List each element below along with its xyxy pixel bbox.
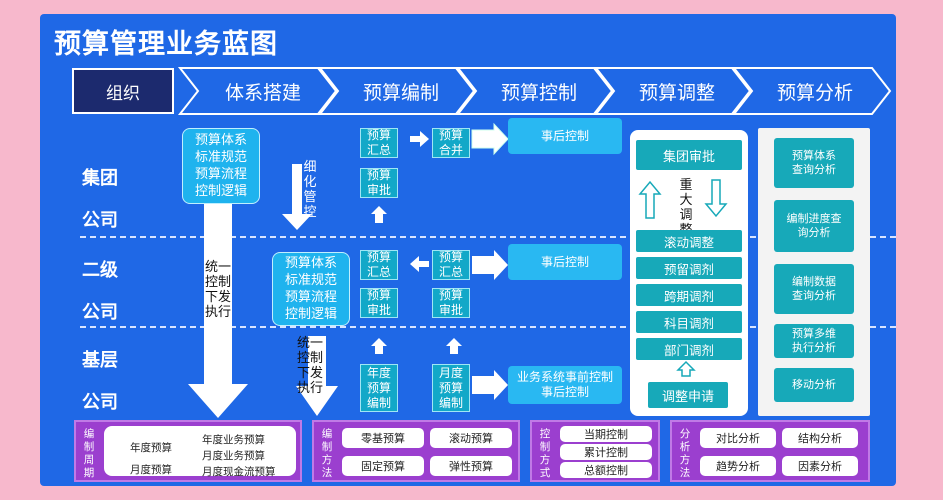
- second-approve-box[interactable]: 预算审批: [360, 288, 398, 318]
- analysis-trend[interactable]: 趋势分析: [700, 456, 776, 476]
- arrow-right-3: [472, 250, 508, 280]
- cycle-annual: 年度预算: [130, 442, 172, 454]
- bottom-control-section: 控制方式 当期控制 累计控制 总额控制: [530, 420, 660, 482]
- bottom-analysis-section: 分析方法 对比分析 结构分析 趋势分析 因素分析: [670, 420, 870, 482]
- analysis-item-4[interactable]: 预算多维执行分析: [774, 324, 854, 358]
- arrow-up-1: [371, 206, 387, 223]
- arrow-right-1: [410, 131, 429, 147]
- nav-stage-compile-label: 预算编制: [362, 81, 439, 104]
- second-summary-box[interactable]: 预算汇总: [360, 250, 398, 280]
- group-approve-box[interactable]: 预算审批: [360, 168, 398, 198]
- analysis-panel: 预算体系查询分析 编制进度查询分析 编制数据查询分析 预算多维执行分析 移动分析: [758, 128, 870, 416]
- method-rolling[interactable]: 滚动预算: [430, 428, 512, 448]
- second-approve-box-2[interactable]: 预算审批: [432, 288, 470, 318]
- level-second-2: 公司: [82, 302, 118, 323]
- level-second-1: 二级: [82, 260, 118, 281]
- adjust-item-reserve[interactable]: 预留调剂: [636, 257, 742, 279]
- group-merge-box[interactable]: 预算合并: [432, 128, 470, 158]
- unified-label-1: 统一控制下发执行: [204, 260, 231, 320]
- cycle-monthly: 月度预算: [130, 464, 172, 476]
- flow-arrows: [188, 122, 509, 418]
- arrow-up-3: [446, 338, 462, 354]
- adjust-apply-button[interactable]: 调整申请: [648, 382, 728, 408]
- group-approve-button[interactable]: 集团审批: [636, 140, 742, 170]
- adjust-item-rolling[interactable]: 滚动调整: [636, 230, 742, 252]
- method-flexible[interactable]: 弹性预算: [430, 456, 512, 476]
- system-box-group: 预算体系标准规范预算流程控制逻辑: [182, 128, 260, 204]
- divider-2: [80, 326, 896, 328]
- base-control-box[interactable]: 业务系统事前控制事后控制: [508, 366, 622, 404]
- nav-stage-analysis[interactable]: 预算分析: [729, 67, 892, 115]
- cycle-item-2: 月度业务预算: [202, 450, 265, 462]
- control-total[interactable]: 总额控制: [560, 462, 652, 478]
- analysis-compare[interactable]: 对比分析: [700, 428, 776, 448]
- adjust-down-arrow: [704, 179, 728, 218]
- group-summary-box[interactable]: 预算汇总: [360, 128, 398, 158]
- method-zero-based[interactable]: 零基预算: [342, 428, 424, 448]
- arrow-right-4: [472, 370, 508, 400]
- major-adjust-label: 重大调整: [679, 178, 693, 238]
- second-summary-box-2[interactable]: 预算汇总: [432, 250, 470, 280]
- refine-label: 细化管控: [303, 160, 317, 220]
- control-current[interactable]: 当期控制: [560, 426, 652, 442]
- bottom-cycle-section: 编制周期 年度预算 月度预算 年度业务预算 月度业务预算 月度现金流预算: [74, 420, 302, 482]
- bottom-method-section: 编制方法 零基预算 滚动预算 固定预算 弹性预算: [312, 420, 520, 482]
- post-control-box-1[interactable]: 事后控制: [508, 118, 622, 154]
- arrow-up-2: [371, 338, 387, 354]
- monthly-compile-box[interactable]: 月度预算编制: [432, 364, 470, 412]
- analysis-item-1[interactable]: 预算体系查询分析: [774, 138, 854, 188]
- analysis-factor[interactable]: 因素分析: [782, 456, 858, 476]
- adjust-item-cross-period[interactable]: 跨期调剂: [636, 284, 742, 306]
- level-base-1: 基层: [82, 350, 118, 371]
- level-group-2: 公司: [82, 210, 118, 231]
- adjust-item-department[interactable]: 部门调剂: [636, 338, 742, 360]
- refine-down-arrow: [282, 164, 312, 230]
- cycle-card: 年度预算 月度预算 年度业务预算 月度业务预算 月度现金流预算: [104, 426, 296, 478]
- cycle-item-1: 年度业务预算: [202, 434, 265, 446]
- nav-stage-setup-label: 体系搭建: [224, 81, 301, 104]
- adjust-item-subject[interactable]: 科目调剂: [636, 311, 742, 333]
- analysis-item-3[interactable]: 编制数据查询分析: [774, 264, 854, 314]
- post-control-box-2[interactable]: 事后控制: [508, 244, 622, 280]
- nav-stage-analysis-label: 预算分析: [776, 81, 853, 104]
- method-fixed[interactable]: 固定预算: [342, 456, 424, 476]
- analysis-structure[interactable]: 结构分析: [782, 428, 858, 448]
- blueprint-board: 预算管理业务蓝图 组织 体系搭建 预算编制 预算控制 预算调整 预算分析 集团 公司 二…: [40, 14, 896, 486]
- nav-stage-control-label: 预算控制: [500, 81, 577, 104]
- level-group-1: 集团: [82, 168, 118, 189]
- analysis-item-5[interactable]: 移动分析: [774, 368, 854, 402]
- control-title: 控制方式: [539, 428, 551, 479]
- page-title: 预算管理业务蓝图: [54, 29, 278, 60]
- unified-label-2: 统一控制下发执行: [296, 336, 323, 396]
- analysis-item-2[interactable]: 编制进度查询分析: [774, 200, 854, 252]
- apply-up-arrow: [676, 360, 696, 377]
- adjust-panel: 集团审批 重大调整 滚动调整 预留调剂 跨期调剂 科目调剂 部门调剂 调整申请: [630, 130, 748, 416]
- method-title: 编制方法: [321, 428, 333, 479]
- adjust-up-arrow: [638, 180, 662, 219]
- arrow-right-2: [471, 122, 509, 156]
- nav-org[interactable]: 组织: [72, 68, 174, 114]
- nav-stage-adjust-label: 预算调整: [638, 81, 715, 104]
- divider-1: [80, 236, 896, 238]
- cycle-title: 编制周期: [83, 428, 95, 479]
- system-box-second: 预算体系标准规范预算流程控制逻辑: [272, 252, 350, 326]
- level-base-2: 公司: [82, 392, 118, 413]
- unified-down-arrow: [188, 200, 248, 418]
- analysis-method-title: 分析方法: [679, 428, 691, 479]
- cycle-item-3: 月度现金流预算: [202, 466, 276, 478]
- annual-compile-box[interactable]: 年度预算编制: [360, 364, 398, 412]
- unified-down-arrow-2: [296, 336, 338, 416]
- adjust-arrows: [638, 179, 728, 377]
- control-cumulative[interactable]: 累计控制: [560, 444, 652, 460]
- arrow-left-1: [410, 256, 429, 272]
